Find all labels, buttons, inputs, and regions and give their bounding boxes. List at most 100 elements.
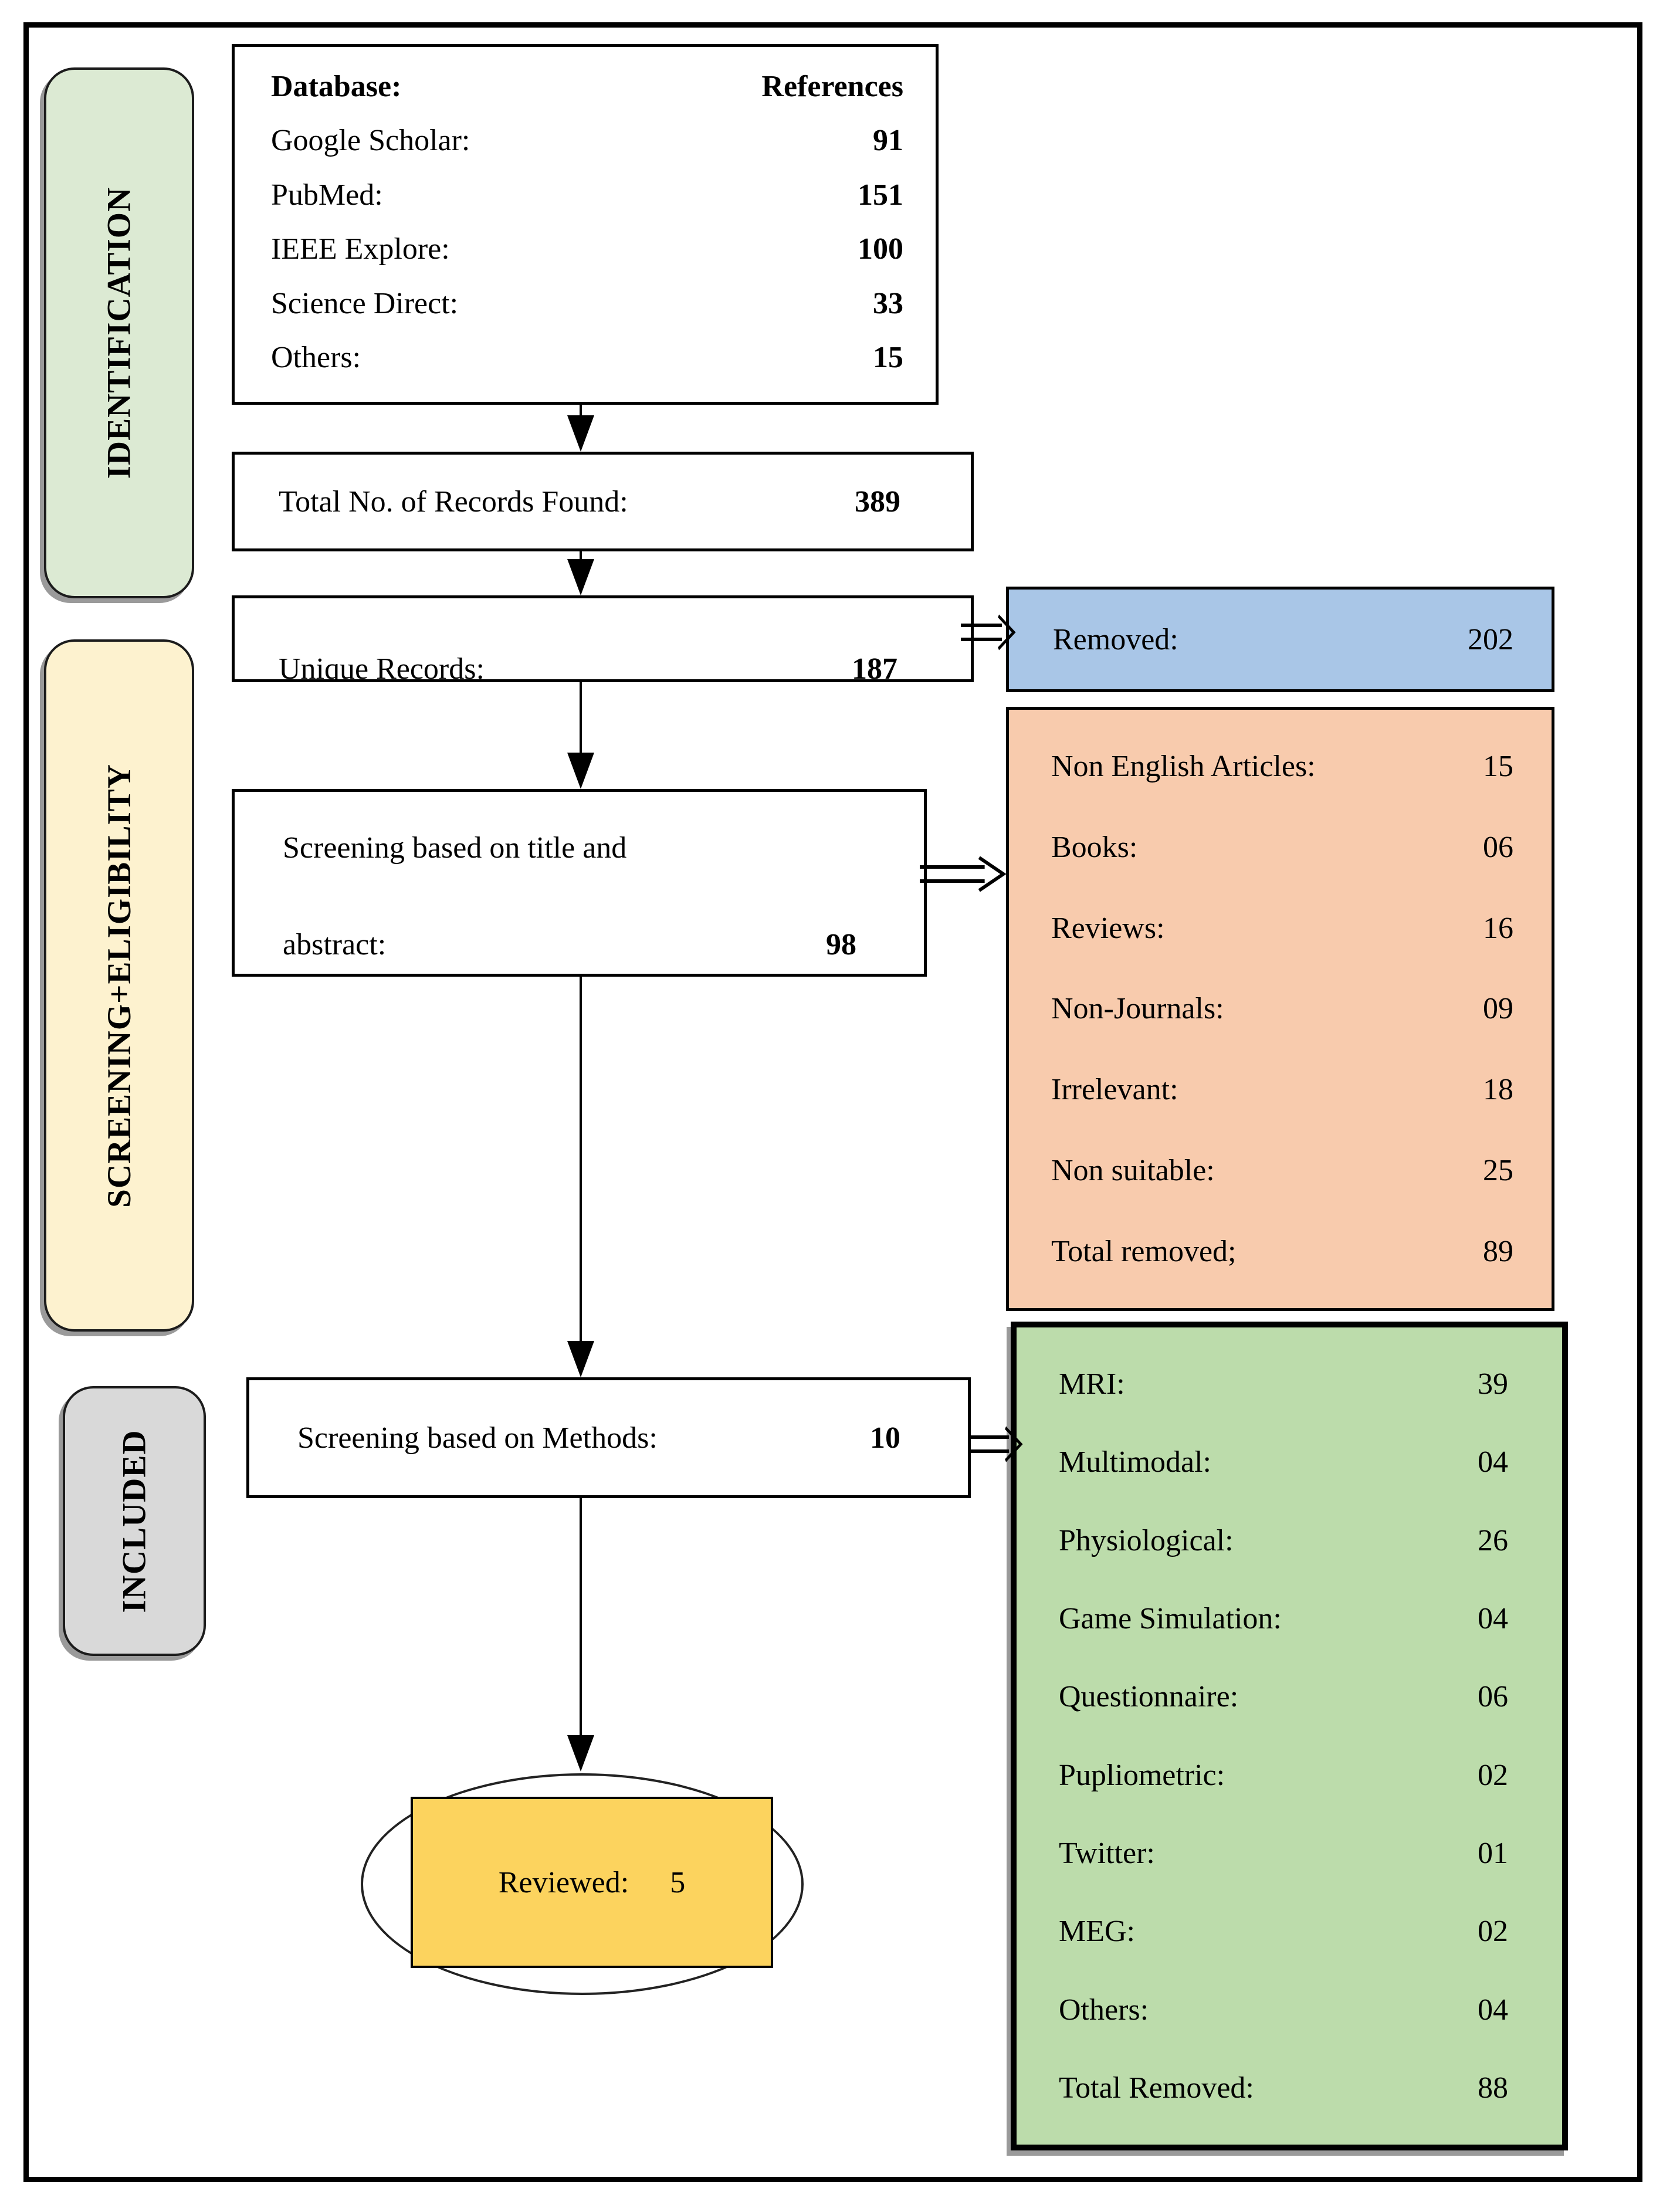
row-value: 25 bbox=[1483, 1153, 1513, 1187]
exclusion-row-reviews: Reviews: 16 bbox=[1051, 911, 1513, 946]
outer-frame bbox=[23, 22, 1642, 2182]
row-label: Total Removed: bbox=[1059, 2071, 1254, 2105]
arrow-line-unique-to-screening bbox=[580, 682, 582, 756]
row-value: 88 bbox=[1478, 2071, 1508, 2105]
removed-value: 202 bbox=[1468, 622, 1513, 656]
methods-screening-box: Screening based on Methods: 10 bbox=[246, 1377, 971, 1498]
database-row-others: Others: 15 bbox=[271, 340, 903, 375]
reviewed-value: 5 bbox=[670, 1865, 686, 1899]
row-label: Game Simulation: bbox=[1059, 1602, 1282, 1636]
title-screening-line1: Screening based on title and bbox=[283, 831, 627, 865]
row-label: Others: bbox=[271, 340, 361, 374]
exclusion-reasons-box: Non English Articles: 15 Books: 06 Revie… bbox=[1006, 707, 1554, 1311]
row-value: 15 bbox=[873, 340, 903, 374]
arrowhead-unique-to-screening bbox=[567, 753, 594, 789]
row-label: Books: bbox=[1051, 831, 1138, 865]
unique-records-label: Unique Records: bbox=[279, 652, 485, 682]
screening-eligibility-label: SCREENING+ELIGIBILITY bbox=[100, 763, 138, 1208]
exclusion-row-non-english: Non English Articles: 15 bbox=[1051, 749, 1513, 784]
breakdown-row-multimodal: Multimodal: 04 bbox=[1059, 1445, 1508, 1479]
removed-label: Removed: bbox=[1053, 622, 1178, 656]
arrow-line-total-to-unique bbox=[580, 551, 582, 563]
breakdown-row-twitter: Twitter: 01 bbox=[1059, 1836, 1508, 1871]
row-label: Google Scholar: bbox=[271, 124, 470, 158]
database-sources-box: Database: References Google Scholar: 91 … bbox=[232, 44, 939, 405]
methods-screening-label: Screening based on Methods: bbox=[297, 1421, 658, 1455]
arrow-line-screening-to-methods bbox=[580, 977, 582, 1344]
title-screening-line2: abstract: 98 bbox=[283, 927, 856, 962]
row-label: Twitter: bbox=[1059, 1836, 1155, 1870]
arrowhead-methods-to-reviewed bbox=[567, 1735, 594, 1772]
row-value: 06 bbox=[1478, 1680, 1508, 1714]
row-value: 04 bbox=[1478, 1445, 1508, 1479]
exclusion-row-non-suitable: Non suitable: 25 bbox=[1051, 1153, 1513, 1188]
row-value: 02 bbox=[1478, 1758, 1508, 1792]
hollow-arrow-screening-to-exclusions bbox=[920, 856, 1007, 892]
methods-screening-value: 10 bbox=[870, 1421, 900, 1455]
total-records-row: Total No. of Records Found: 389 bbox=[235, 485, 971, 519]
reviewed-label: Reviewed: bbox=[498, 1865, 629, 1899]
reviewed-box: Reviewed: 5 bbox=[411, 1797, 773, 1968]
row-label: Irrelevant: bbox=[1051, 1073, 1178, 1107]
exclusion-row-total-removed: Total removed; 89 bbox=[1051, 1234, 1513, 1269]
unique-records-value: 187 bbox=[852, 652, 897, 682]
row-value: 16 bbox=[1483, 911, 1513, 945]
row-label: Non English Articles: bbox=[1051, 750, 1316, 784]
row-label: MRI: bbox=[1059, 1367, 1125, 1401]
phase-label-included: INCLUDED bbox=[63, 1386, 206, 1656]
row-value: 02 bbox=[1478, 1915, 1508, 1949]
row-value: 26 bbox=[1478, 1523, 1508, 1557]
database-row-pubmed: PubMed: 151 bbox=[271, 178, 903, 212]
hollow-arrow-unique-to-removed bbox=[961, 614, 1016, 651]
arrow-line-db-to-total bbox=[580, 405, 582, 419]
row-label: Others: bbox=[1059, 1993, 1149, 2027]
total-records-box: Total No. of Records Found: 389 bbox=[232, 452, 974, 551]
row-value: 04 bbox=[1478, 1602, 1508, 1636]
methods-screening-row: Screening based on Methods: 10 bbox=[249, 1421, 968, 1455]
title-abstract-screening-box: Screening based on title and abstract: 9… bbox=[232, 789, 927, 977]
arrowhead-screening-to-methods bbox=[567, 1341, 594, 1377]
row-label: IEEE Explore: bbox=[271, 232, 450, 266]
breakdown-row-questionnaire: Questionnaire: 06 bbox=[1059, 1679, 1508, 1714]
row-value: 06 bbox=[1483, 831, 1513, 865]
total-records-label: Total No. of Records Found: bbox=[279, 485, 628, 519]
included-label: INCLUDED bbox=[116, 1429, 153, 1613]
arrow-line-methods-to-reviewed bbox=[580, 1498, 582, 1739]
breakdown-row-pupliometric: Pupliometric: 02 bbox=[1059, 1758, 1508, 1793]
row-value: 100 bbox=[858, 232, 903, 266]
breakdown-row-mri: MRI: 39 bbox=[1059, 1367, 1508, 1401]
row-value: 04 bbox=[1478, 1993, 1508, 2027]
exclusion-row-non-journals: Non-Journals: 09 bbox=[1051, 991, 1513, 1026]
row-label: Reviews: bbox=[1051, 911, 1165, 945]
row-label: Questionnaire: bbox=[1059, 1680, 1239, 1714]
row-label: Multimodal: bbox=[1059, 1445, 1211, 1479]
row-label: Non-Journals: bbox=[1051, 992, 1224, 1026]
row-label: Non suitable: bbox=[1051, 1153, 1215, 1187]
row-value: 15 bbox=[1483, 750, 1513, 784]
row-label: Physiological: bbox=[1059, 1523, 1234, 1557]
row-value: 89 bbox=[1483, 1234, 1513, 1268]
row-value: 18 bbox=[1483, 1073, 1513, 1107]
database-header-value: References bbox=[761, 70, 903, 103]
breakdown-row-others: Others: 04 bbox=[1059, 1993, 1508, 2027]
methods-breakdown-box: MRI: 39 Multimodal: 04 Physiological: 26… bbox=[1011, 1322, 1568, 2150]
row-value: 01 bbox=[1478, 1836, 1508, 1870]
removed-duplicates-box: Removed: 202 bbox=[1006, 587, 1554, 692]
database-row-science-direct: Science Direct: 33 bbox=[271, 286, 903, 321]
database-header-row: Database: References bbox=[271, 69, 903, 104]
row-label: Total removed; bbox=[1051, 1234, 1237, 1268]
row-value: 09 bbox=[1483, 992, 1513, 1026]
title-screening-line2-value: 98 bbox=[826, 928, 856, 961]
unique-records-row: Unique Records: 187 bbox=[235, 652, 971, 682]
arrowhead-total-to-unique bbox=[567, 559, 594, 595]
row-label: Pupliometric: bbox=[1059, 1758, 1225, 1792]
title-screening-line2-label: abstract: bbox=[283, 928, 387, 961]
total-records-value: 389 bbox=[855, 485, 900, 519]
phase-label-screening-eligibility: SCREENING+ELIGIBILITY bbox=[44, 639, 194, 1332]
row-value: 33 bbox=[873, 286, 903, 320]
row-label: MEG: bbox=[1059, 1915, 1135, 1949]
arrowhead-db-to-total bbox=[567, 415, 594, 452]
unique-records-box: Unique Records: 187 bbox=[232, 595, 974, 682]
database-row-ieee: IEEE Explore: 100 bbox=[271, 232, 903, 266]
